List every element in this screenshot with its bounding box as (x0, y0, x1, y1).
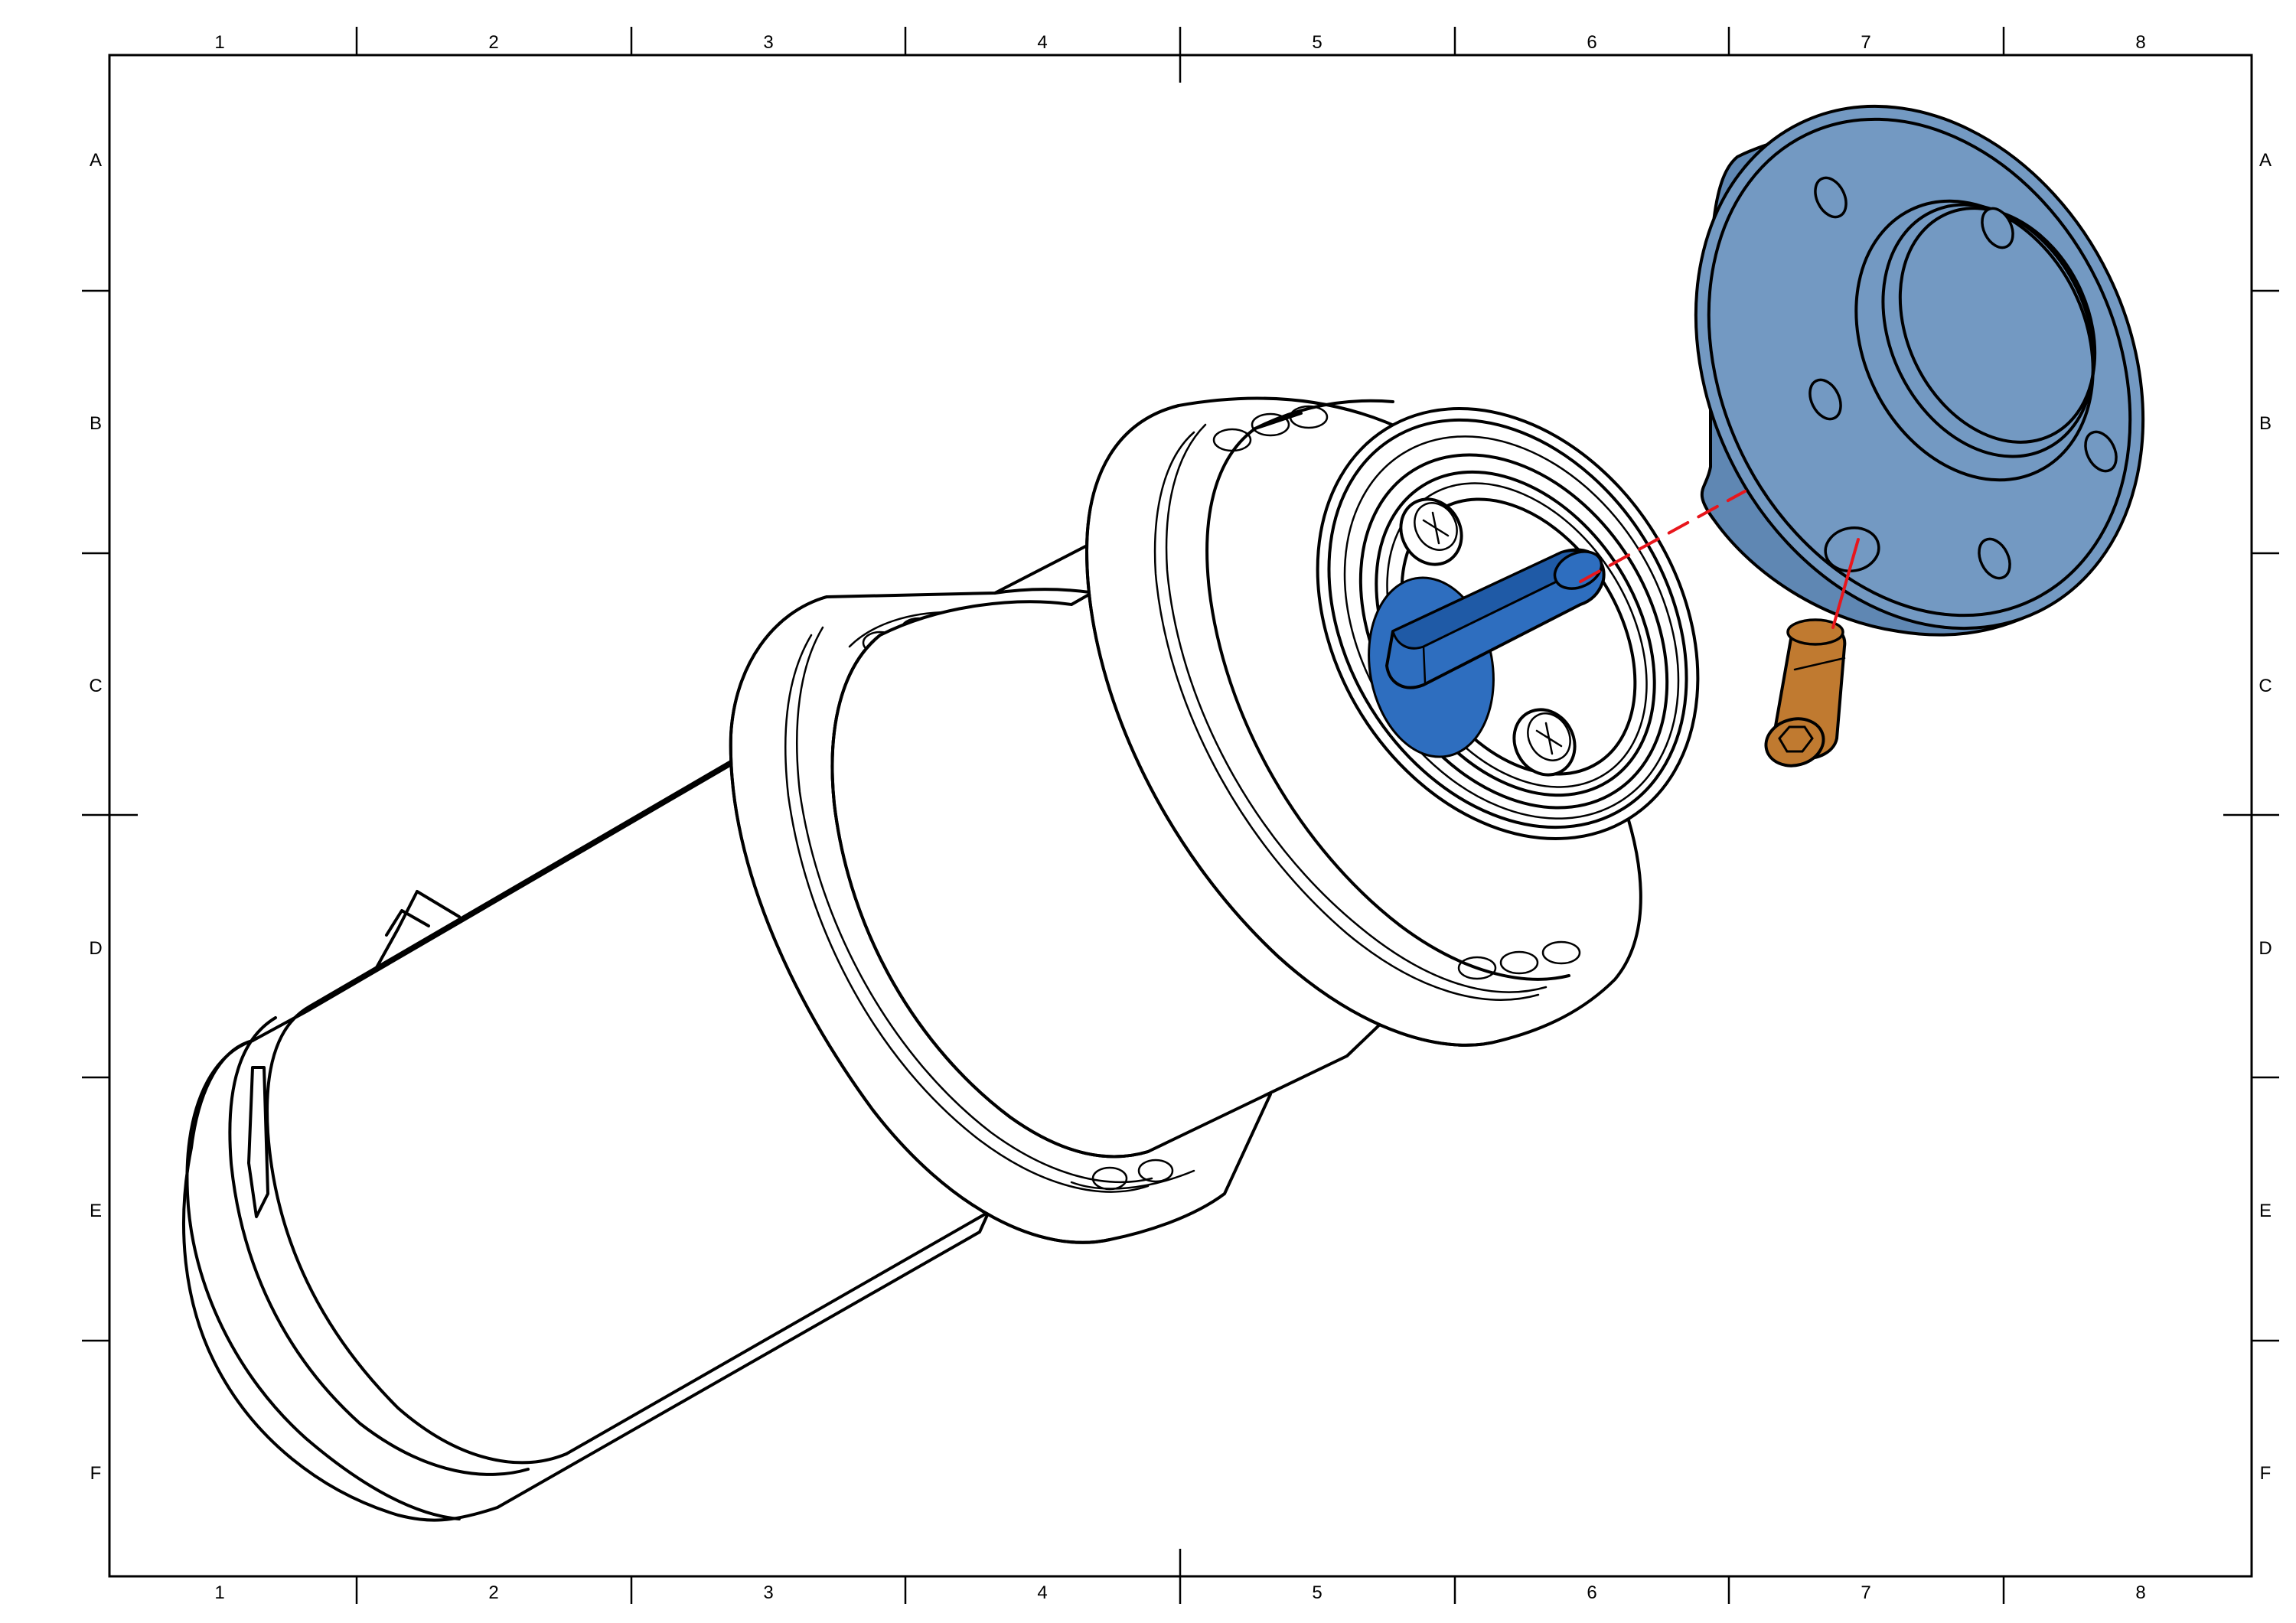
col-label: 6 (1587, 32, 1596, 53)
row-label: D (2258, 938, 2272, 959)
col-label: 5 (1312, 32, 1322, 53)
explode-line-screw (1831, 538, 1860, 629)
col-label: 1 (214, 32, 224, 53)
row-label: C (2258, 676, 2272, 696)
col-label: 3 (763, 32, 773, 53)
col-label: 4 (1037, 32, 1047, 53)
row-labels-left: A B C D E F (89, 150, 102, 1484)
col-label: 2 (488, 1582, 498, 1603)
col-label: 1 (214, 1582, 224, 1603)
column-labels-bottom: 1 2 3 4 5 6 7 8 (214, 1582, 2145, 1603)
col-label: 5 (1312, 1582, 1322, 1603)
row-label: A (2259, 150, 2272, 171)
row-label: F (90, 1463, 102, 1484)
set-screw (1764, 618, 1847, 768)
zone-ticks (82, 27, 2279, 1604)
col-label: 8 (2135, 1582, 2145, 1603)
mounting-flange (1694, 104, 2145, 637)
row-label: B (2259, 413, 2272, 434)
col-label: 8 (2135, 32, 2145, 53)
col-label: 7 (1861, 32, 1870, 53)
row-label: B (90, 413, 102, 434)
row-label: A (90, 150, 102, 171)
row-labels-right: A B C D E F (2258, 150, 2272, 1484)
row-label: D (89, 938, 102, 959)
explode-lines (1579, 490, 1860, 629)
shaft-key (1385, 548, 1606, 689)
explode-line-shaft (1579, 490, 1746, 583)
row-label: E (90, 1201, 102, 1221)
row-label: C (89, 676, 102, 696)
col-label: 2 (488, 32, 498, 53)
row-label: F (2260, 1463, 2272, 1484)
col-label: 3 (763, 1582, 773, 1603)
row-label: E (2259, 1201, 2272, 1221)
screw-head-lower (1512, 708, 1577, 777)
col-label: 7 (1861, 1582, 1870, 1603)
screw-head-upper (1399, 497, 1463, 566)
col-label: 6 (1587, 1582, 1596, 1603)
col-label: 4 (1037, 1582, 1047, 1603)
column-labels-top: 1 2 3 4 5 6 7 8 (214, 32, 2145, 53)
